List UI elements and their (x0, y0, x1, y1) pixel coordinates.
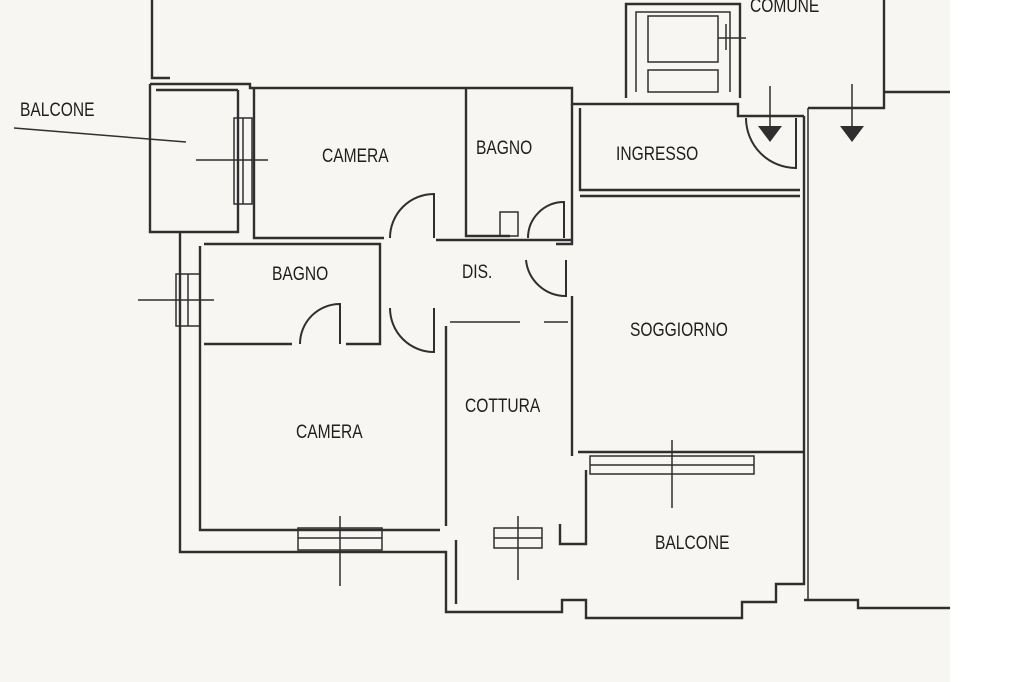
page-margin (950, 0, 1024, 682)
room-label-camera-top: CAMERA (322, 146, 389, 167)
room-label-camera-bottom: CAMERA (296, 422, 363, 443)
balcone-leader-line (13, 127, 187, 143)
room-label-balcone-left: BALCONE (20, 100, 95, 121)
walls (148, 82, 806, 620)
arrow-down-icon (758, 126, 782, 142)
room-label-dis: DIS. (462, 262, 493, 283)
entrance-arrows (758, 84, 864, 142)
room-label-balcone-bottom: BALCONE (655, 533, 730, 554)
arrow-down-icon (840, 126, 864, 142)
paper-background (0, 0, 950, 682)
context-lines (150, 0, 950, 610)
room-label-soggiorno: SOGGIORNO (630, 320, 728, 341)
windows (138, 117, 755, 586)
room-label-comune: COMUNE (750, 0, 820, 17)
room-label-bagno-left: BAGNO (272, 264, 329, 285)
room-label-ingresso: INGRESSO (616, 144, 699, 165)
doors (299, 117, 797, 354)
stair-block (624, 2, 746, 98)
room-label-bagno-top: BAGNO (476, 138, 533, 159)
room-label-cottura: COTTURA (465, 396, 541, 417)
